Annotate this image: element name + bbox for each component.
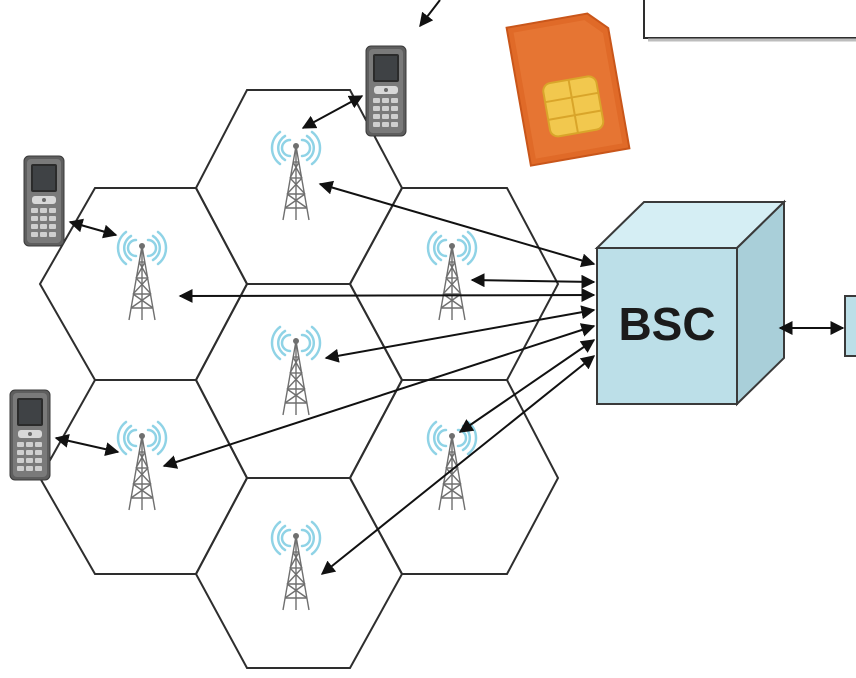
double-arrow-icon	[162, 323, 596, 469]
cell-bottom	[194, 477, 404, 669]
cell-grid	[38, 89, 560, 669]
incoming-arrow	[419, 0, 441, 28]
cell-tower-icon	[426, 230, 478, 322]
cell-center	[194, 283, 404, 479]
double-arrow-icon	[318, 180, 596, 268]
cell-tower-icon	[270, 130, 322, 222]
bsc-box: BSC	[594, 199, 787, 407]
double-arrow-icon	[320, 355, 596, 575]
mobile-phone-icon	[23, 155, 65, 247]
double-arrow-icon	[301, 95, 364, 129]
double-arrow-icon	[178, 288, 596, 303]
cell-tower-icon	[116, 230, 168, 322]
cell-upper-right	[348, 187, 560, 381]
cell-tower-icon	[270, 325, 322, 417]
double-arrow-icon	[54, 433, 120, 457]
double-arrow-icon	[68, 218, 118, 239]
cell-tower-icon	[270, 520, 322, 612]
cell-tower-icon	[116, 420, 168, 512]
connection-arrows	[54, 95, 845, 575]
mobile-phone-icon	[9, 389, 51, 481]
msc-box-partial	[844, 295, 856, 357]
double-arrow-icon	[470, 273, 596, 289]
bsc-label: BSC	[618, 298, 715, 350]
cell-tower-icon	[426, 420, 478, 512]
sim-card-icon	[505, 12, 631, 167]
double-arrow-icon	[324, 305, 596, 363]
mobile-phone-icon	[365, 45, 407, 137]
cell-upper-left	[38, 187, 249, 381]
callout-box	[643, 0, 856, 39]
